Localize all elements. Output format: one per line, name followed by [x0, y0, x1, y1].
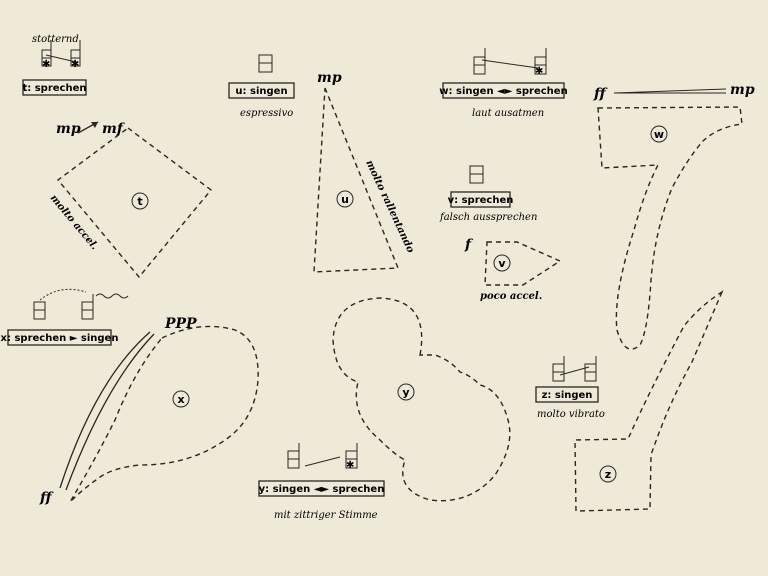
shape-x-outline	[69, 325, 259, 503]
box-y-label: y: singen ◄► sprechen	[259, 484, 385, 495]
notation-y-icon: ✱	[287, 443, 358, 471]
shape-u-marker	[336, 190, 354, 208]
box-u-label: u: singen	[235, 86, 287, 97]
dynamic-mf-t: mf	[102, 121, 126, 137]
falsch-aussprechen-label: falsch aussprechen	[439, 212, 537, 223]
notation-x-icon	[33, 288, 129, 320]
box-x-label: x: sprechen ► singen	[1, 333, 119, 344]
shape-y-outline	[332, 297, 511, 502]
shape-y-marker	[397, 383, 415, 401]
notation-v-icon	[469, 165, 484, 184]
notation-w-icon: ✱	[473, 48, 547, 77]
shape-y-letter: y	[402, 386, 409, 399]
svg-text:✱: ✱	[71, 59, 79, 70]
shape-w-outline	[597, 106, 743, 350]
poco-accel-label: poco accel.	[480, 291, 542, 302]
decrescendo-line-outer	[59, 331, 151, 489]
shape-z-outline	[574, 290, 724, 512]
box-v-label: v: sprechen	[448, 195, 514, 206]
dynamic-f-v: f	[464, 237, 474, 253]
shape-v-marker	[493, 254, 511, 272]
crescendo-arrowhead-t	[91, 122, 98, 128]
shape-t-marker	[131, 192, 149, 210]
decrescendo-line-inner	[65, 333, 155, 491]
shape-u-outline	[313, 87, 400, 273]
stutter-notes-icon: ✱ ✱	[41, 40, 81, 70]
box-z	[535, 386, 599, 403]
dynamic-ff-w: ff	[593, 86, 608, 102]
stotternd-label: stotternd	[32, 34, 79, 45]
shape-x-letter: x	[177, 393, 184, 406]
box-w	[442, 82, 565, 99]
svg-text:✱: ✱	[42, 59, 50, 70]
notation-z-icon	[552, 356, 597, 382]
box-v	[450, 191, 511, 208]
svg-text:✱: ✱	[346, 460, 354, 471]
shape-v-letter: v	[498, 257, 506, 270]
shape-t-outline	[56, 127, 213, 279]
molto-vibrato-label: molto vibrato	[537, 409, 605, 420]
shape-w-letter: w	[654, 128, 664, 141]
dynamic-mp-w: mp	[730, 82, 755, 98]
molto-accel-label: molto accel.	[48, 193, 100, 252]
box-w-label: w: singen ◄► sprechen	[439, 86, 567, 97]
box-z-label: z: singen	[542, 390, 593, 401]
shape-w-marker	[650, 125, 668, 143]
laut-ausatmen-label: laut ausatmen	[472, 108, 544, 119]
dynamic-mp-t: mp	[56, 121, 81, 137]
diminuendo-line-top	[613, 88, 727, 94]
shape-u-letter: u	[341, 193, 349, 206]
box-u	[228, 82, 295, 99]
notation-u-icon	[258, 54, 273, 73]
molto-rallentando-label: molto rallentando	[363, 159, 416, 255]
shape-z-letter: z	[605, 468, 611, 481]
box-t-label: t: sprechen	[22, 83, 86, 94]
box-y	[258, 480, 385, 497]
box-x	[7, 329, 112, 346]
shape-v-outline	[484, 241, 562, 286]
mit-zittriger-stimme-label: mit zittriger Stimme	[274, 510, 378, 521]
dynamic-ff-x: ff	[39, 490, 54, 506]
espressivo-label: espressivo	[240, 108, 293, 119]
dynamic-mp-u: mp	[317, 70, 342, 86]
shape-t-letter: t	[137, 195, 142, 208]
shape-z-marker	[599, 465, 617, 483]
shape-x-marker	[172, 390, 190, 408]
svg-text:✱: ✱	[535, 66, 543, 77]
dynamic-ppp-x: PPP	[164, 316, 197, 332]
box-t	[22, 79, 87, 96]
